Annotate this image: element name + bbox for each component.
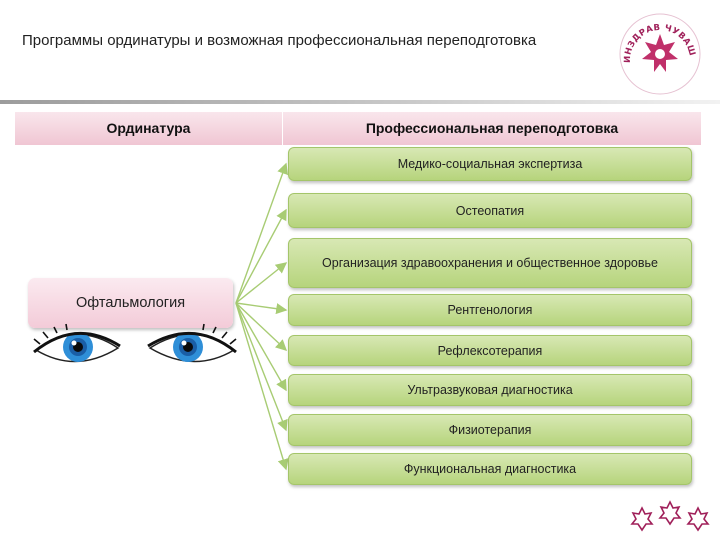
arrow-to-program-6 <box>235 302 287 392</box>
title-divider <box>0 100 720 104</box>
program-box-4: Рентгенология <box>288 294 692 326</box>
eyes-illustration <box>33 323 237 363</box>
arrow-to-program-7 <box>235 302 288 432</box>
arrow-to-program-5 <box>235 302 288 351</box>
right-eye-icon <box>147 323 237 363</box>
slide-title: Программы ординатуры и возможная професс… <box>22 32 537 49</box>
arrow-to-program-3 <box>235 262 288 304</box>
table-header-divider <box>282 112 283 145</box>
program-box-1: Медико-социальная экспертиза <box>288 147 692 181</box>
arrow-to-program-1 <box>235 162 288 304</box>
arrow-to-program-2 <box>235 208 287 304</box>
specialty-box: Офтальмология <box>28 278 233 328</box>
left-eye-icon <box>33 323 121 363</box>
arrow-to-program-8 <box>235 302 289 471</box>
table-header-bar <box>15 112 701 145</box>
ministry-logo: МИНЗДРАВ ЧУВАШИИ <box>618 12 701 95</box>
program-box-2: Остеопатия <box>288 193 692 228</box>
header-retraining: Профессиональная переподготовка <box>365 120 619 136</box>
program-box-5: Рефлексотерапия <box>288 335 692 366</box>
program-box-8: Функциональная диагностика <box>288 453 692 485</box>
program-box-6: Ультразвуковая диагностика <box>288 374 692 406</box>
arrow-to-program-4 <box>235 302 288 315</box>
program-box-3: Организация здравоохранения и общественн… <box>288 238 692 288</box>
program-box-7: Физиотерапия <box>288 414 692 446</box>
header-residency: Ординатура <box>106 120 191 136</box>
ornament-stars-icon <box>630 500 710 532</box>
